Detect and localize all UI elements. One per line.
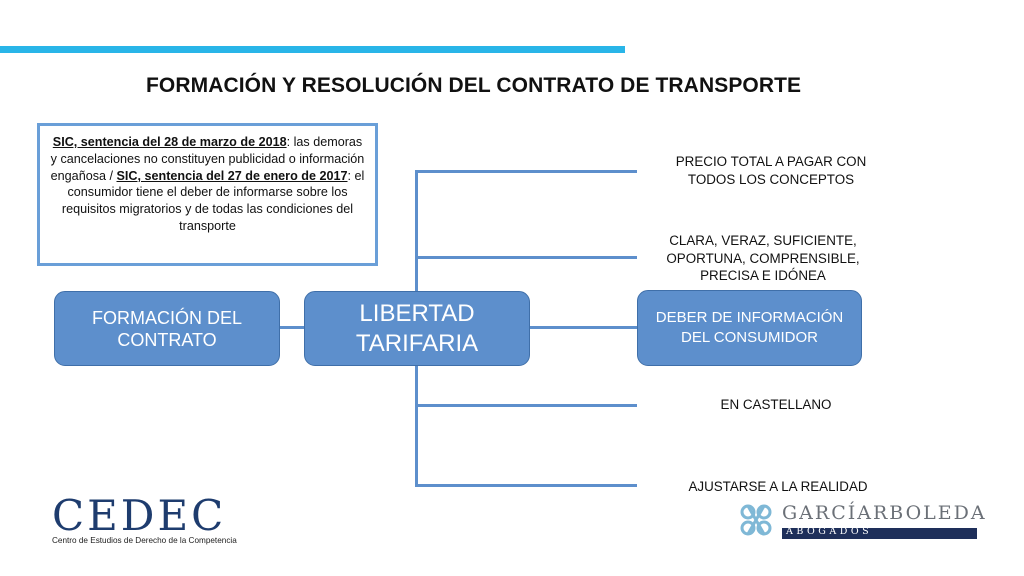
node-formacion-contrato: FORMACIÓN DEL CONTRATO [54,291,280,366]
connector-libertad-deber [530,326,637,329]
branch-line-2 [415,256,637,259]
note-reference-1: SIC, sentencia del 28 de marzo de 2018 [52,135,287,149]
garciarboleda-logo-bar [782,528,977,539]
connector-formacion-libertad [280,326,304,329]
slide-title: FORMACIÓN Y RESOLUCIÓN DEL CONTRATO DE T… [146,74,802,97]
note-reference-2: SIC, sentencia del 27 de enero de 2017 [116,168,348,183]
node-deber-informacion: DEBER DE INFORMACIÓN DEL CONSUMIDOR [637,290,862,366]
branch-line-4 [415,484,637,487]
branch-label-2: CLARA, VERAZ, SUFICIENTE, OPORTUNA, COMP… [666,233,860,283]
knot-emblem-icon [740,504,772,536]
case-law-note: SIC, sentencia del 28 de marzo de 2018: … [37,123,378,266]
cedec-logo-text: CEDEC [52,491,227,540]
node-libertad-label: LIBERTAD TARIFARIA [355,299,479,357]
branch-label-4: AJUSTARSE A LA REALIDAD [688,479,868,494]
cedec-logo: CEDEC Centro de Estudios de Derecho de l… [52,491,242,546]
cedec-logo-subtitle: Centro de Estudios de Derecho de la Comp… [52,536,237,545]
branch-label-3: EN CASTELLANO [720,397,832,412]
garciarboleda-logo-subtitle: ABOGADOS [786,526,873,537]
node-deber-label: DEBER DE INFORMACIÓN DEL CONSUMIDOR [655,309,844,346]
branch-line-3 [415,404,637,407]
garciarboleda-logo-text: GARCÍARBOLEDA [782,502,987,524]
branch-line-1 [415,170,637,173]
garciarboleda-logo: GARCÍARBOLEDA ABOGADOS [738,502,987,542]
note-text-1: : las demoras y cancelaciones no constit… [50,135,365,183]
node-libertad-tarifaria: LIBERTAD TARIFARIA [304,291,530,366]
branch-label-1: PRECIO TOTAL A PAGAR CON TODOS LOS CONCE… [675,154,867,187]
top-accent-bar [0,46,625,53]
node-formacion-label: FORMACIÓN DEL CONTRATO [91,307,242,350]
note-text-2: : el consumidor tiene el deber de inform… [61,168,365,233]
